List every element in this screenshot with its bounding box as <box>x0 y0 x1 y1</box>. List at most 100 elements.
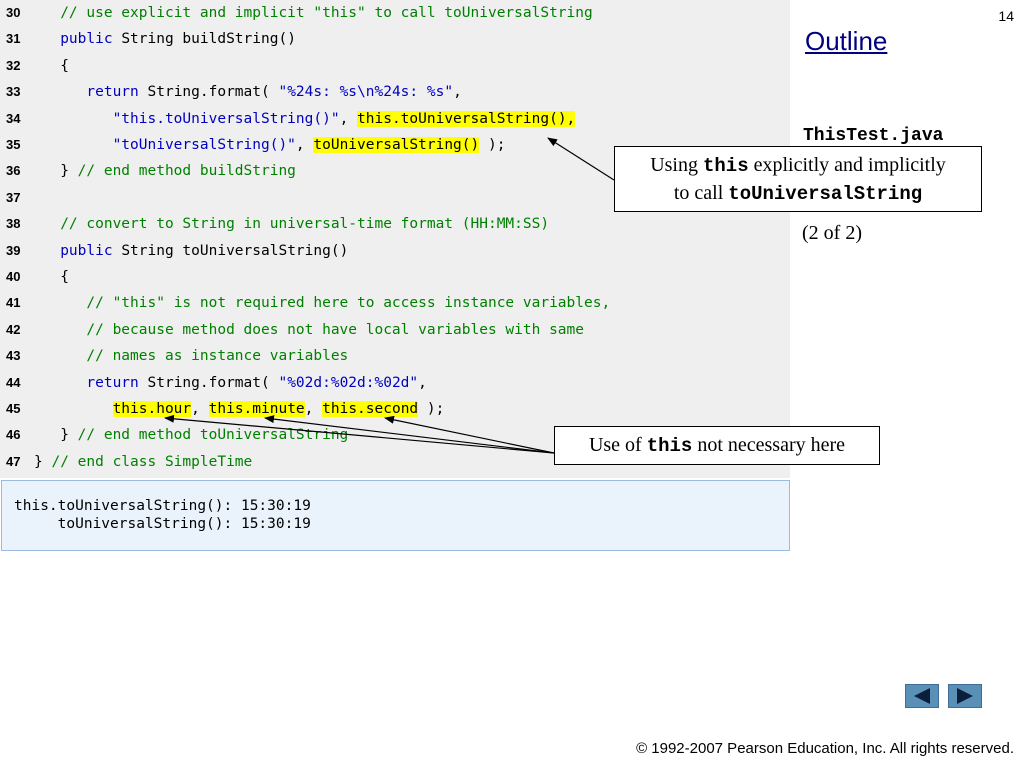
line-number: 47 <box>6 453 21 469</box>
line-number: 31 <box>6 31 21 47</box>
code-text: } // end class SimpleTime <box>34 449 252 475</box>
arrow-to-minute <box>264 415 555 454</box>
code-token: ); <box>479 137 506 153</box>
code-token: { <box>34 57 69 74</box>
code-line: 32 { <box>0 53 790 79</box>
code-comment: // names as instance variables <box>86 348 349 365</box>
code-text: // convert to String in universal-time f… <box>34 211 549 237</box>
copyright-notice: © 1992-2007 Pearson Education, Inc. All … <box>636 740 1014 757</box>
callout-text: not necessary here <box>692 434 846 456</box>
callout-keyword: this <box>646 435 693 457</box>
line-number: 35 <box>6 137 21 152</box>
code-token: { <box>34 269 69 285</box>
previous-slide-button[interactable] <box>905 684 939 708</box>
code-line: 43 // names as instance variables <box>0 343 790 369</box>
triangle-right-icon <box>957 688 973 704</box>
callout-explicit-implicit-this: Using this explicitly and implicitly to … <box>614 146 982 212</box>
code-comment: // convert to String in universal-time f… <box>60 216 550 233</box>
code-line: 30 // use explicit and implicit "this" t… <box>0 0 790 26</box>
output-line: this.toUniversalString(): 15:30:19 <box>14 498 311 514</box>
callout-text: Use of <box>588 434 647 456</box>
line-number: 43 <box>6 348 21 364</box>
code-string: "%02d:%02d:%02d" <box>278 374 419 391</box>
code-text: return String.format( "%02d:%02d:%02d", <box>34 370 427 396</box>
line-number: 33 <box>6 84 21 100</box>
code-token: String toUniversalString() <box>112 242 349 259</box>
code-token: String buildString() <box>112 31 296 48</box>
code-string: "this.toUniversalString()" <box>112 110 340 127</box>
code-comment: // use explicit and implicit "this" to c… <box>60 5 593 21</box>
code-token: , <box>418 374 427 391</box>
code-comment: // end method buildString <box>77 163 296 180</box>
code-text: // because method does not have local va… <box>34 317 584 343</box>
line-number: 44 <box>6 374 21 390</box>
code-line: 45 this.hour, this.minute, this.second )… <box>0 396 790 422</box>
code-text: public String toUniversalString() <box>34 238 348 264</box>
callout-text: to call <box>673 182 729 204</box>
code-line: 34 "this.toUniversalString()", this.toUn… <box>0 106 790 132</box>
code-string: "toUniversalString()" <box>112 137 296 153</box>
code-token: , <box>191 401 209 417</box>
code-line: 47} // end class SimpleTime <box>0 449 790 475</box>
code-token: } <box>34 427 78 444</box>
line-number: 30 <box>6 5 21 20</box>
code-keyword: return <box>86 374 139 391</box>
code-keyword: return <box>86 84 139 101</box>
code-line: 35 "toUniversalString()", toUniversalStr… <box>0 132 790 158</box>
code-comment: // "this" is not required here to access… <box>86 295 611 312</box>
code-token: String.format( <box>138 84 279 101</box>
code-text: "toUniversalString()", toUniversalString… <box>34 132 505 158</box>
callout-method: toUniversalString <box>728 183 923 205</box>
line-number: 46 <box>6 427 21 443</box>
code-text: return String.format( "%24s: %s\n%24s: %… <box>34 79 462 105</box>
code-line: 40 { <box>0 264 790 290</box>
callout-text: Using <box>650 154 703 176</box>
line-number: 34 <box>6 110 21 126</box>
code-token: , <box>295 137 314 153</box>
callout-keyword: this <box>703 155 749 177</box>
code-line: 37 <box>0 185 790 211</box>
code-token: ); <box>418 401 445 417</box>
code-line: 42 // because method does not have local… <box>0 317 790 343</box>
arrow-to-line-35 <box>547 137 615 181</box>
line-number: 41 <box>6 295 21 311</box>
code-keyword: public <box>60 31 113 48</box>
file-name: ThisTest.java <box>803 126 944 146</box>
code-comment: // end class SimpleTime <box>51 453 253 470</box>
code-token: } <box>34 453 52 470</box>
next-slide-button[interactable] <box>948 684 982 708</box>
code-token: , <box>453 84 462 101</box>
code-highlight: this.minute <box>208 401 305 417</box>
code-listing: 30 // use explicit and implicit "this" t… <box>0 0 790 478</box>
code-highlight: this.hour <box>112 401 192 417</box>
code-text: "this.toUniversalString()", this.toUnive… <box>34 106 576 132</box>
line-number: 36 <box>6 163 21 179</box>
callout-this-not-necessary: Use of this not necessary here <box>554 426 880 465</box>
line-number: 32 <box>6 57 21 73</box>
code-highlight: this.second <box>322 401 419 417</box>
code-text: // use explicit and implicit "this" to c… <box>34 0 593 26</box>
code-text: // "this" is not required here to access… <box>34 290 610 316</box>
code-text: this.hour, this.minute, this.second ); <box>34 396 444 422</box>
line-number: 42 <box>6 321 21 337</box>
code-line: 38 // convert to String in universal-tim… <box>0 211 790 237</box>
output-line: toUniversalString(): 15:30:19 <box>14 516 311 532</box>
code-comment: // because method does not have local va… <box>86 321 584 338</box>
code-token: , <box>339 110 358 127</box>
code-line: 44 return String.format( "%02d:%02d:%02d… <box>0 370 790 396</box>
arrow-to-second <box>384 415 555 454</box>
code-line: 33 return String.format( "%24s: %s\n%24s… <box>0 79 790 105</box>
code-line: 36 } // end method buildString <box>0 158 790 184</box>
line-number: 45 <box>6 401 21 416</box>
code-text: // names as instance variables <box>34 343 348 369</box>
outline-title: Outline <box>805 26 888 56</box>
program-output: this.toUniversalString(): 15:30:19 toUni… <box>1 480 790 551</box>
arrow-to-hour <box>164 414 555 454</box>
code-string: "%24s: %s\n%24s: %s" <box>278 84 454 101</box>
code-text: public String buildString() <box>34 26 296 52</box>
page-indicator: (2 of 2) <box>802 222 862 244</box>
line-number: 37 <box>6 189 21 205</box>
code-line: 31 public String buildString() <box>0 26 790 52</box>
code-highlight: toUniversalString() <box>313 137 480 153</box>
